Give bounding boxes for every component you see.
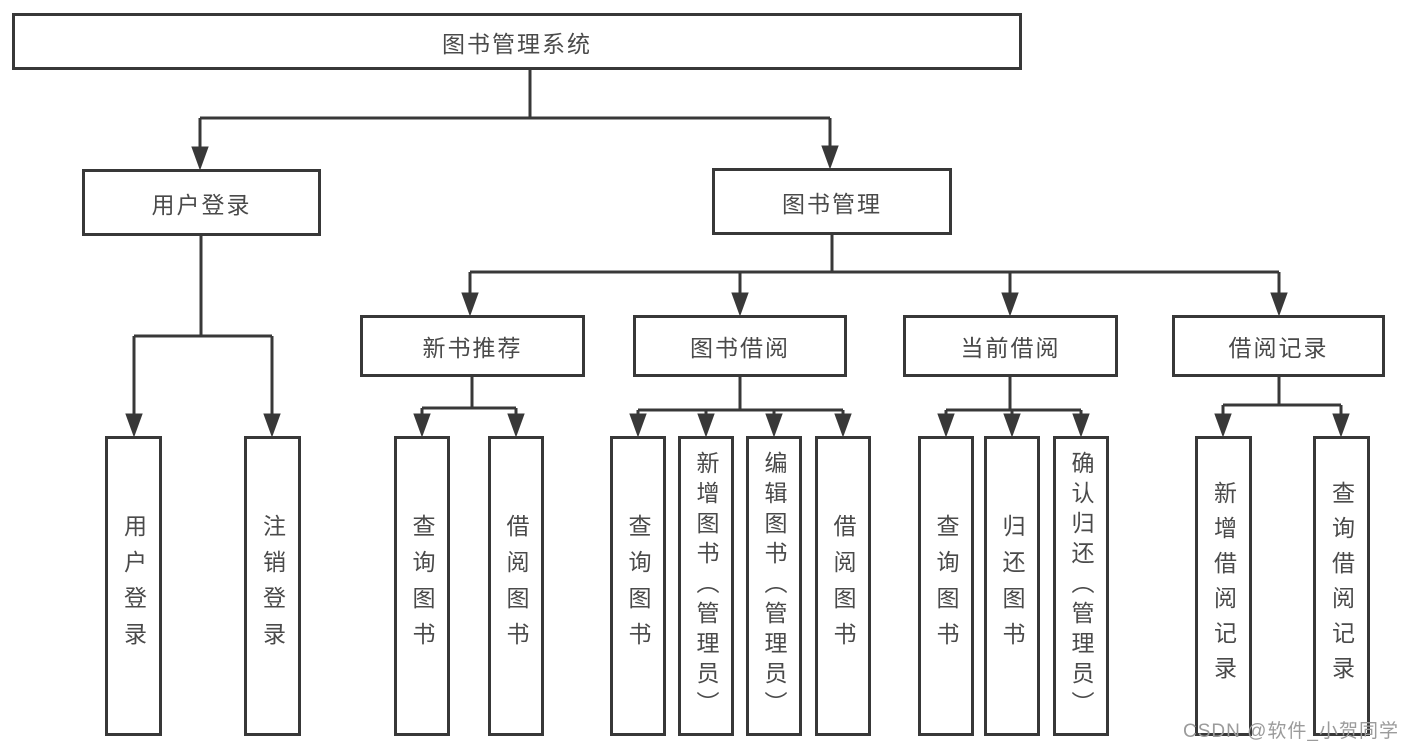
node-user-login: 用户登录 — [82, 169, 321, 236]
csdn-watermark: CSDN @软件_小贺同学 — [1183, 721, 1399, 742]
leaf-confirm-return-admin: 确认归还（管理员） — [1053, 436, 1109, 736]
leaf-logout: 注销登录 — [244, 436, 301, 736]
leaf-return-books: 归还图书 — [984, 436, 1040, 736]
leaf-query-books-recommend: 查询图书 — [394, 436, 450, 736]
node-library-management-system: 图书管理系统 — [12, 13, 1022, 70]
leaf-add-borrow-record: 新增借阅记录 — [1195, 436, 1252, 736]
node-borrowing-records: 借阅记录 — [1172, 315, 1385, 377]
leaf-user-login: 用户登录 — [105, 436, 162, 736]
node-book-management: 图书管理 — [712, 168, 952, 235]
leaf-query-books-borrowing: 查询图书 — [610, 436, 666, 736]
leaf-edit-book-admin: 编辑图书（管理员） — [746, 436, 802, 736]
node-new-book-recommendation: 新书推荐 — [360, 315, 585, 377]
leaf-query-books-current: 查询图书 — [918, 436, 974, 736]
leaf-borrow-books-recommend: 借阅图书 — [488, 436, 544, 736]
leaf-query-borrow-record: 查询借阅记录 — [1313, 436, 1370, 736]
leaf-add-book-admin: 新增图书（管理员） — [678, 436, 734, 736]
node-current-borrowing: 当前借阅 — [903, 315, 1118, 377]
node-book-borrowing: 图书借阅 — [633, 315, 847, 377]
leaf-borrow-books-borrowing: 借阅图书 — [815, 436, 871, 736]
